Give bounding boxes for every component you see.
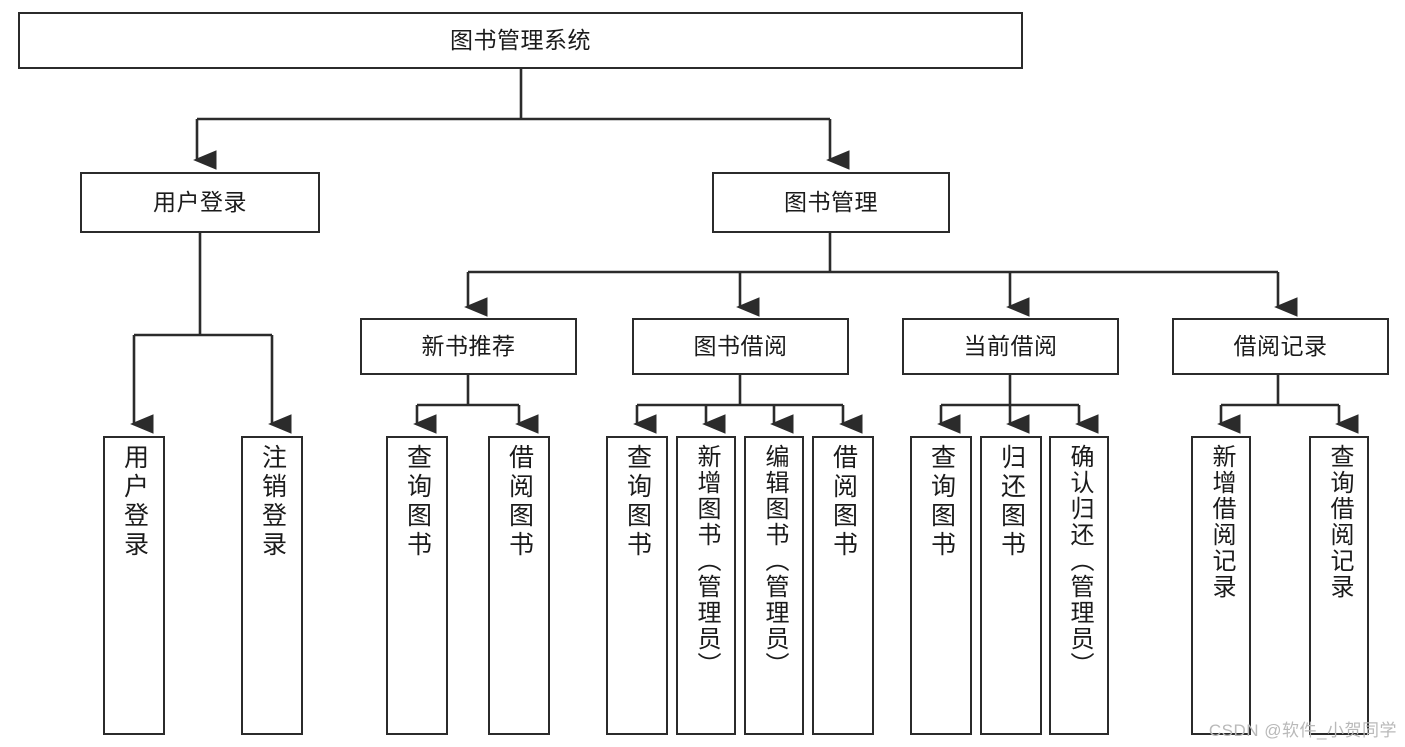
leaf-add-book-admin[interactable]: 新增图书（管理员） <box>676 436 736 735</box>
csdn-watermark: CSDN @软件_小贺同学 <box>1208 721 1397 740</box>
node-label: 借阅记录 <box>1233 332 1328 359</box>
leaf-query-book-recommend[interactable]: 查询图书 <box>386 436 448 735</box>
node-label: 图书管理系统 <box>450 26 591 53</box>
node-user-login[interactable]: 用户登录 <box>80 172 320 233</box>
node-label: 归还图书 <box>997 444 1026 560</box>
node-book-borrow[interactable]: 图书借阅 <box>632 318 849 375</box>
node-label: 查询图书 <box>403 444 432 560</box>
node-label: 图书管理 <box>784 188 878 215</box>
node-new-book-recommend[interactable]: 新书推荐 <box>360 318 577 375</box>
leaf-query-borrow-record[interactable]: 查询借阅记录 <box>1309 436 1369 735</box>
leaf-query-book-borrow[interactable]: 查询图书 <box>606 436 668 735</box>
leaf-edit-book-admin[interactable]: 编辑图书（管理员） <box>744 436 804 735</box>
node-label: 查询图书 <box>927 444 956 560</box>
leaf-query-book-current[interactable]: 查询图书 <box>910 436 972 735</box>
leaf-add-borrow-record[interactable]: 新增借阅记录 <box>1191 436 1251 735</box>
node-label: 新书推荐 <box>421 332 516 359</box>
node-label: 查询借阅记录 <box>1326 444 1353 600</box>
node-label: 用户登录 <box>153 188 247 215</box>
node-label: 图书借阅 <box>693 332 788 359</box>
node-borrow-record[interactable]: 借阅记录 <box>1172 318 1389 375</box>
node-label: 新增借阅记录 <box>1208 444 1235 600</box>
node-label: 新增图书（管理员） <box>693 444 720 678</box>
node-label: 当前借阅 <box>963 332 1058 359</box>
node-label: 注销登录 <box>258 444 287 560</box>
leaf-borrow-book[interactable]: 借阅图书 <box>812 436 874 735</box>
node-label: 确认归还（管理员） <box>1066 444 1093 678</box>
leaf-logout[interactable]: 注销登录 <box>241 436 303 735</box>
leaf-confirm-return-admin[interactable]: 确认归还（管理员） <box>1049 436 1109 735</box>
node-label: 查询图书 <box>623 444 652 560</box>
leaf-borrow-book-recommend[interactable]: 借阅图书 <box>488 436 550 735</box>
node-root-book-management-system[interactable]: 图书管理系统 <box>18 12 1023 69</box>
node-label: 借阅图书 <box>829 444 858 560</box>
node-label: 编辑图书（管理员） <box>761 444 788 678</box>
leaf-return-book[interactable]: 归还图书 <box>980 436 1042 735</box>
node-book-management[interactable]: 图书管理 <box>712 172 950 233</box>
node-label: 用户登录 <box>120 444 149 560</box>
node-current-borrow[interactable]: 当前借阅 <box>902 318 1119 375</box>
node-label: 借阅图书 <box>505 444 534 560</box>
leaf-user-login[interactable]: 用户登录 <box>103 436 165 735</box>
